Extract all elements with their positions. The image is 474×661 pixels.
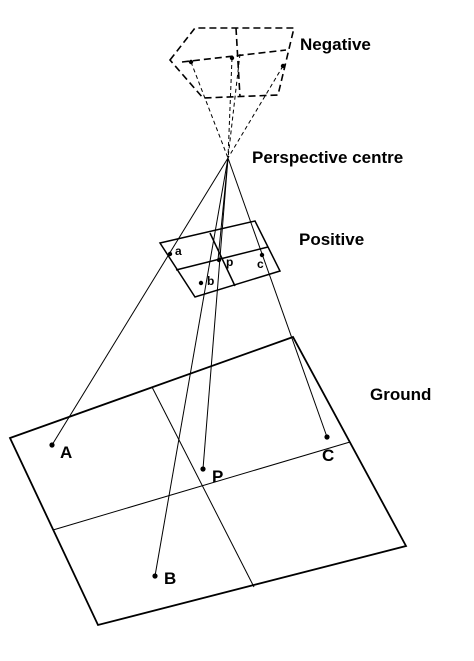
label-point-C: C (322, 446, 334, 465)
ray-to-C (227, 157, 328, 438)
negative-midline-horizontal (181, 49, 287, 63)
negative-point-3 (280, 63, 286, 69)
label-point-a: a (175, 244, 182, 258)
ray-to-B (154, 157, 229, 577)
ground-point-P (200, 466, 206, 472)
ray-to-A (51, 157, 229, 446)
positive-point-c (259, 252, 265, 258)
ground-point-C (324, 434, 330, 440)
ground-outline (8, 335, 408, 627)
label-point-P: P (212, 467, 223, 486)
ray-negative-right (227, 65, 284, 159)
positive-point-p (216, 257, 222, 263)
ray-negative-mid (227, 57, 233, 159)
ground-midline-vertical (151, 386, 255, 588)
negative-midline-vertical (235, 27, 241, 98)
ground-plane (8, 335, 408, 627)
label-point-c: c (257, 257, 264, 271)
label-point-A: A (60, 443, 72, 462)
negative-rays (190, 53, 284, 159)
negative-point-1 (188, 59, 194, 65)
label-perspective-centre: Perspective centre (252, 148, 403, 167)
ground-point-A (49, 442, 55, 448)
positive-plane (158, 220, 282, 298)
ground-point-B (152, 573, 158, 579)
ray-p-extra (217, 157, 229, 261)
label-negative: Negative (300, 35, 371, 54)
label-point-p: p (226, 255, 233, 269)
label-point-B: B (164, 569, 176, 588)
negative-plane (168, 27, 296, 99)
ray-to-P (202, 157, 229, 470)
ground-midline-horizontal (52, 441, 351, 531)
ray-negative-mid2 (227, 53, 241, 159)
ray-negative-left (190, 61, 229, 159)
label-positive: Positive (299, 230, 364, 249)
positive-point-a (167, 251, 173, 257)
projection-rays (51, 157, 328, 577)
label-ground: Ground (370, 385, 431, 404)
negative-outline (168, 27, 296, 99)
positive-point-b (198, 280, 204, 286)
negative-point-2 (229, 55, 235, 61)
label-point-b: b (207, 274, 214, 288)
positive-midline-vertical (209, 232, 236, 287)
positive-outline (158, 220, 282, 298)
